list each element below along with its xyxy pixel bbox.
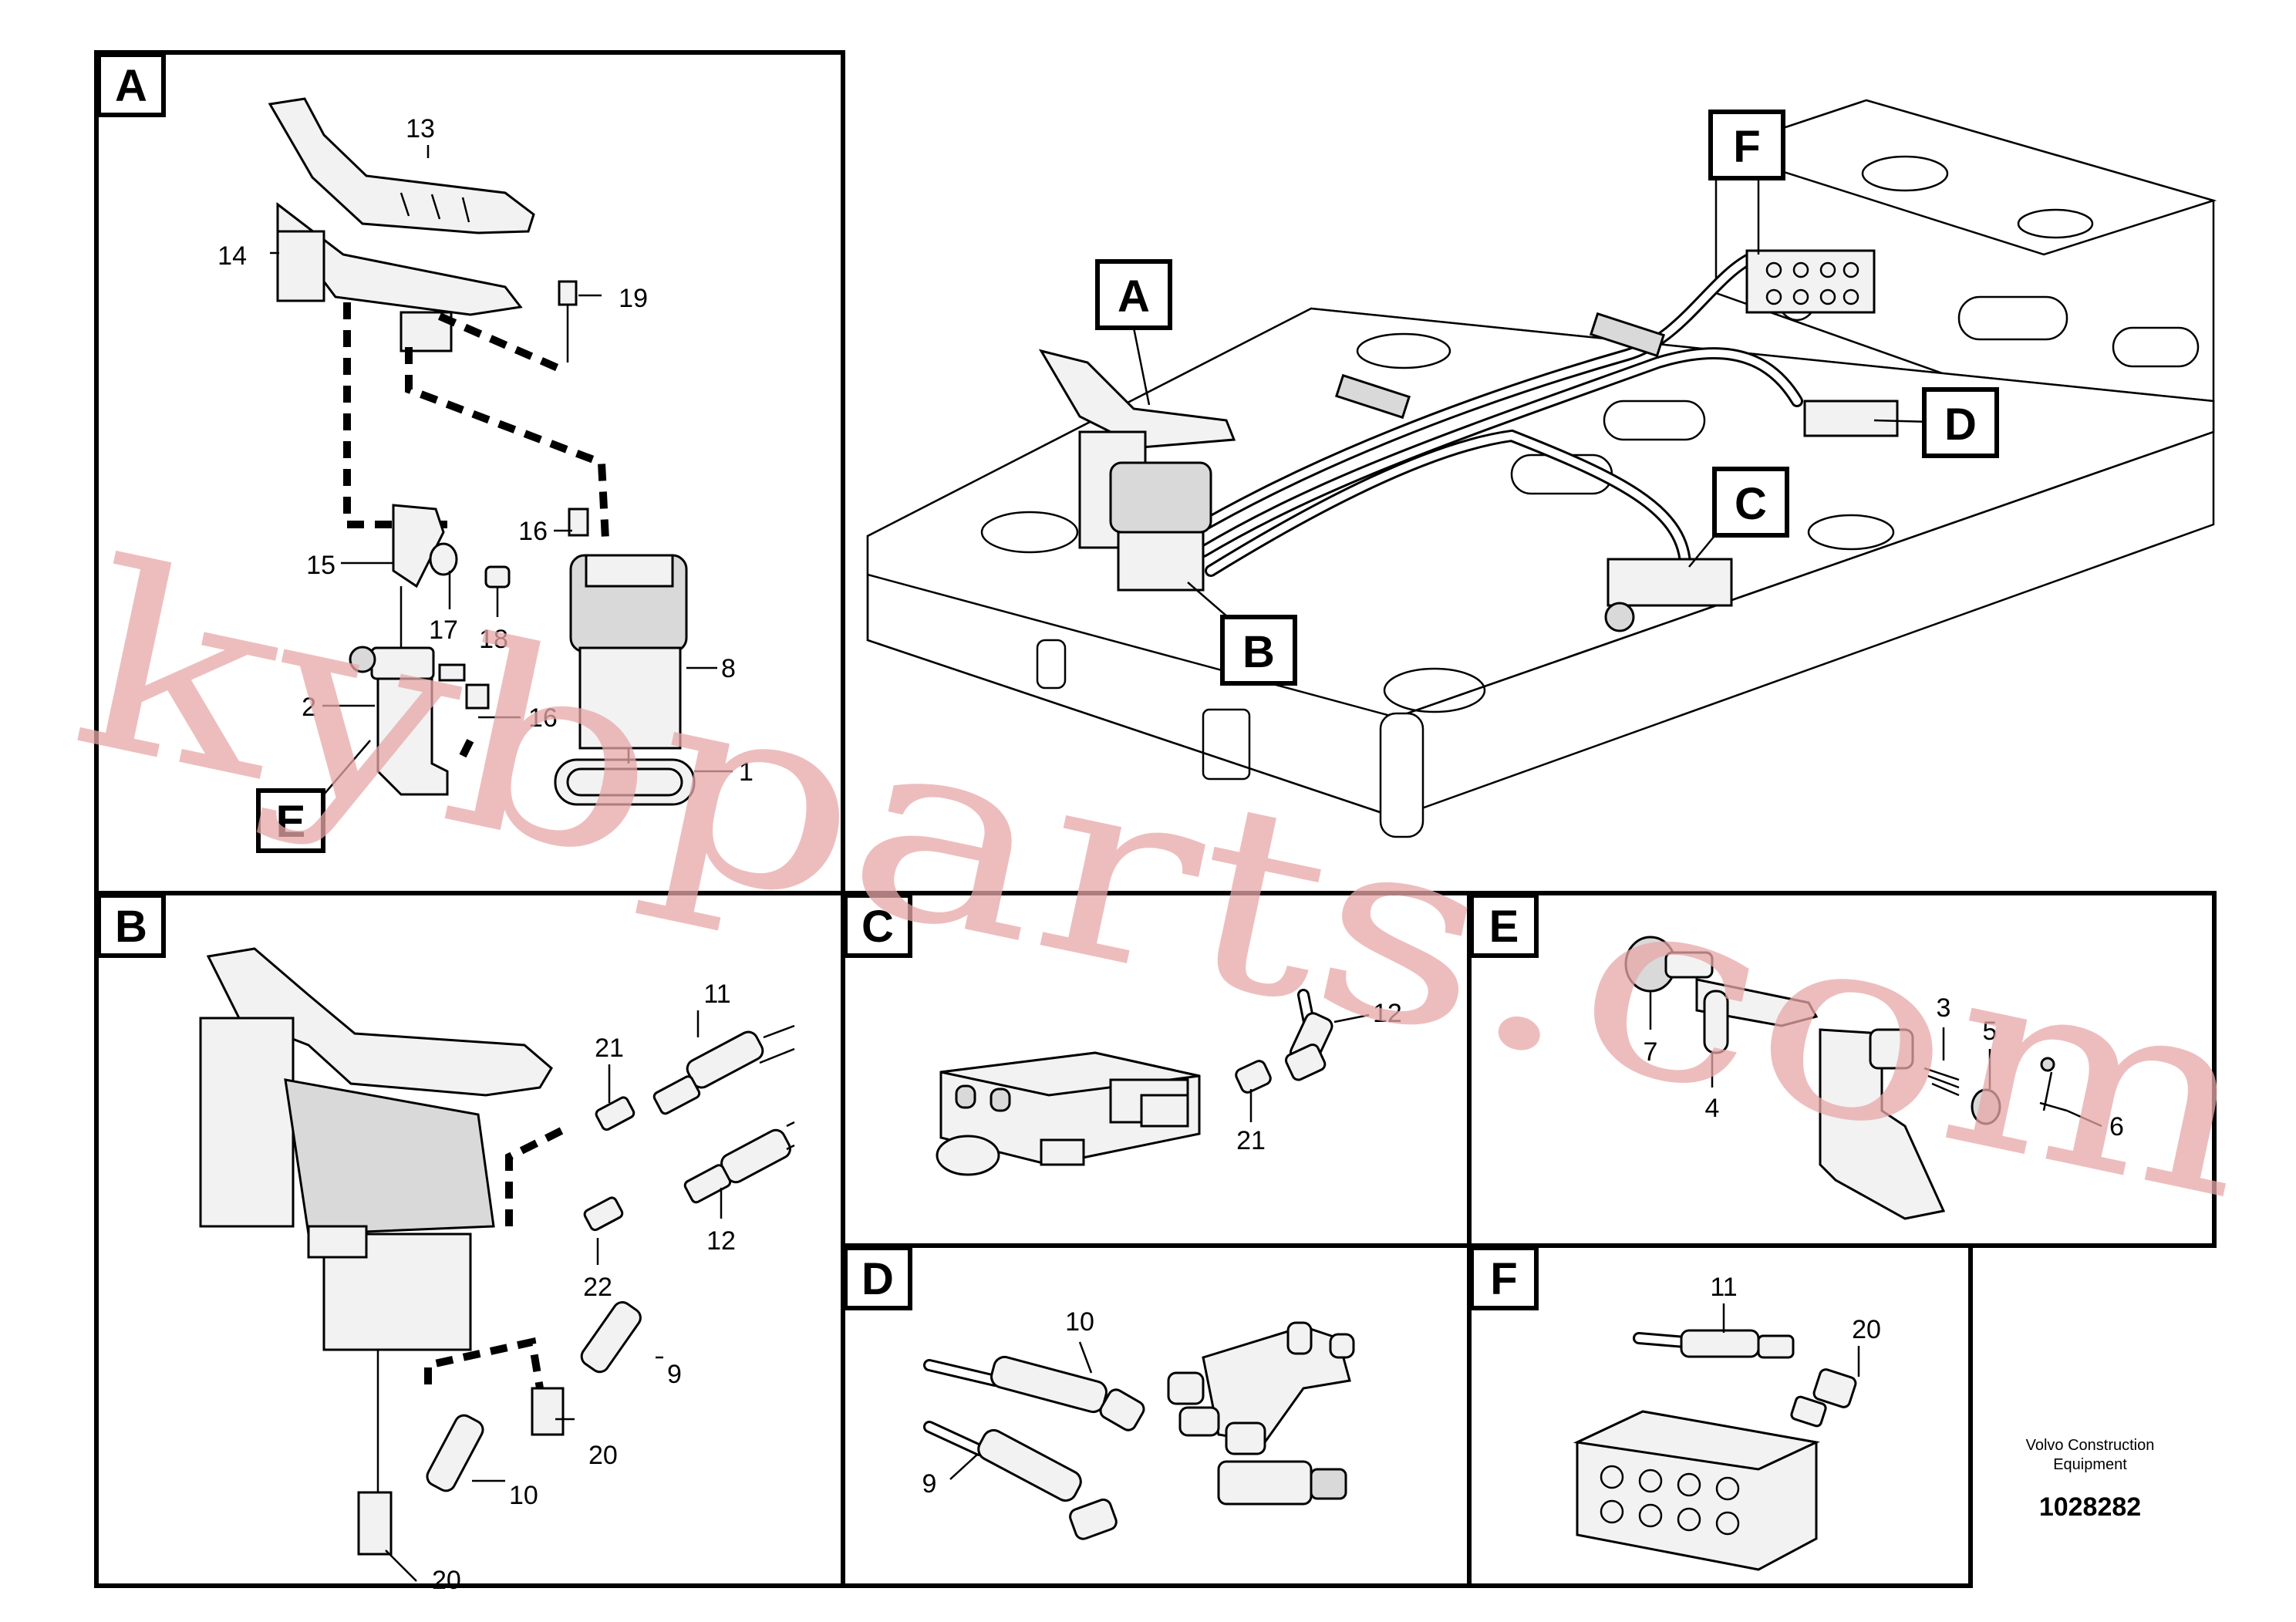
overview-callout-f[interactable]: F — [1708, 110, 1785, 180]
callout-a-19: 19 — [619, 284, 648, 313]
panel-e-drawing — [1624, 936, 2068, 1220]
panel-a-sub-label-e-text: E — [276, 797, 306, 847]
callout-b-22: 22 — [583, 1273, 612, 1302]
callout-b-9: 9 — [667, 1360, 682, 1389]
callout-a-8: 8 — [721, 654, 736, 683]
panel-f-drawing — [1573, 1329, 1857, 1571]
callout-e-3: 3 — [1937, 993, 1951, 1023]
overview-illustration — [866, 99, 2217, 838]
overview-callout-a-text: A — [1118, 271, 1150, 322]
callout-a-18: 18 — [479, 625, 508, 654]
callout-e-4: 4 — [1705, 1094, 1720, 1123]
panel-c-drawing — [936, 989, 1333, 1176]
callout-d-10: 10 — [1065, 1307, 1094, 1337]
callout-f-20: 20 — [1852, 1315, 1881, 1344]
callout-b-21: 21 — [595, 1034, 624, 1063]
callout-a-13: 13 — [406, 114, 435, 143]
detail-label-a-text: A — [115, 61, 147, 111]
overview-callout-c[interactable]: C — [1712, 467, 1789, 538]
overview-callout-f-text: F — [1733, 122, 1760, 172]
callout-b-20-upper: 20 — [588, 1441, 618, 1470]
callout-d-9: 9 — [922, 1469, 937, 1499]
panel-a-drawing — [268, 97, 696, 806]
callout-a-16-upper: 16 — [518, 517, 548, 546]
overview-callout-c-text: C — [1735, 479, 1767, 529]
callout-b-12: 12 — [706, 1226, 736, 1256]
callout-b-20-lower: 20 — [432, 1566, 461, 1595]
detail-label-f-text: F — [1490, 1254, 1517, 1304]
overview-callout-b-text: B — [1242, 627, 1275, 677]
overview-callout-d-text: D — [1944, 400, 1977, 450]
detail-label-c[interactable]: C — [843, 893, 912, 958]
callout-e-5: 5 — [1983, 1017, 1998, 1046]
callout-e-6: 6 — [2109, 1112, 2124, 1141]
callout-a-1: 1 — [739, 757, 754, 787]
detail-label-b[interactable]: B — [96, 893, 166, 958]
drawing-number: 1028282 — [2039, 1492, 2141, 1522]
callout-e-7: 7 — [1644, 1037, 1658, 1067]
callout-b-11: 11 — [703, 980, 730, 1009]
callout-a-15: 15 — [306, 551, 335, 580]
callout-c-21: 21 — [1236, 1126, 1266, 1155]
panel-d-drawing — [923, 1321, 1355, 1540]
publisher-line1: Volvo Construction — [2026, 1437, 2155, 1454]
overview-callout-a[interactable]: A — [1095, 259, 1172, 330]
panel-f-frame — [1467, 1243, 1973, 1588]
callout-a-17: 17 — [429, 615, 458, 645]
detail-label-d-text: D — [861, 1254, 894, 1304]
callout-f-11: 11 — [1710, 1273, 1737, 1302]
callout-c-12: 12 — [1373, 999, 1402, 1028]
overview-callout-d[interactable]: D — [1922, 387, 1999, 458]
detail-label-b-text: B — [115, 902, 147, 952]
detail-label-d[interactable]: D — [843, 1246, 912, 1310]
callout-a-2: 2 — [302, 693, 316, 722]
detail-label-e-text: E — [1489, 902, 1519, 952]
detail-label-f[interactable]: F — [1469, 1246, 1539, 1310]
panel-b-drawing — [199, 947, 795, 1556]
callout-a-16-lower: 16 — [528, 703, 558, 733]
callout-a-14: 14 — [217, 241, 247, 271]
publisher-line2: Equipment — [2053, 1456, 2127, 1473]
callout-b-10: 10 — [509, 1481, 538, 1510]
detail-label-a[interactable]: A — [96, 52, 166, 117]
detail-label-e[interactable]: E — [1469, 893, 1539, 958]
panel-d-frame — [841, 1243, 1472, 1588]
overview-callout-b[interactable]: B — [1220, 615, 1297, 686]
detail-label-c-text: C — [861, 902, 894, 952]
panel-a-sub-label-e[interactable]: E — [256, 788, 325, 853]
